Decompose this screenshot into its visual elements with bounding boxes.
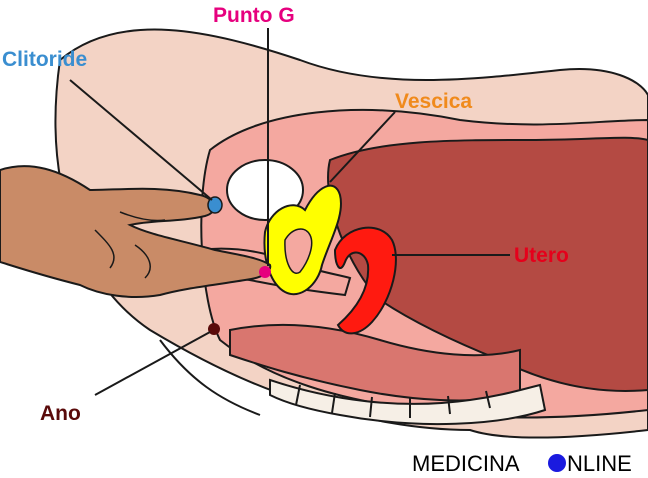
leader-ano (94, 331, 211, 396)
label-ano: Ano (40, 402, 81, 425)
leader-vescica (329, 111, 396, 183)
anus-marker (208, 323, 220, 335)
clitoris-marker (207, 196, 223, 214)
g-spot-marker (259, 266, 271, 278)
hand (0, 165, 272, 298)
leader-clitoride (69, 79, 213, 201)
label-vescica: Vescica (395, 90, 472, 113)
leader-lines (69, 28, 510, 396)
uterus (333, 226, 397, 335)
pubic-bone (226, 159, 304, 221)
brand-right: NLINE (567, 451, 632, 476)
label-utero: Utero (514, 244, 569, 267)
hand-knuckle-lines (94, 211, 166, 279)
label-punto-g: Punto G (213, 4, 295, 27)
brand-left: MEDICINA (412, 451, 520, 476)
brand-dot (548, 454, 566, 472)
bladder-inner (284, 228, 313, 274)
sacrum (269, 378, 547, 426)
vertebrae (295, 384, 491, 418)
label-clitoride: Clitoride (2, 48, 87, 71)
thigh-line (159, 339, 261, 416)
